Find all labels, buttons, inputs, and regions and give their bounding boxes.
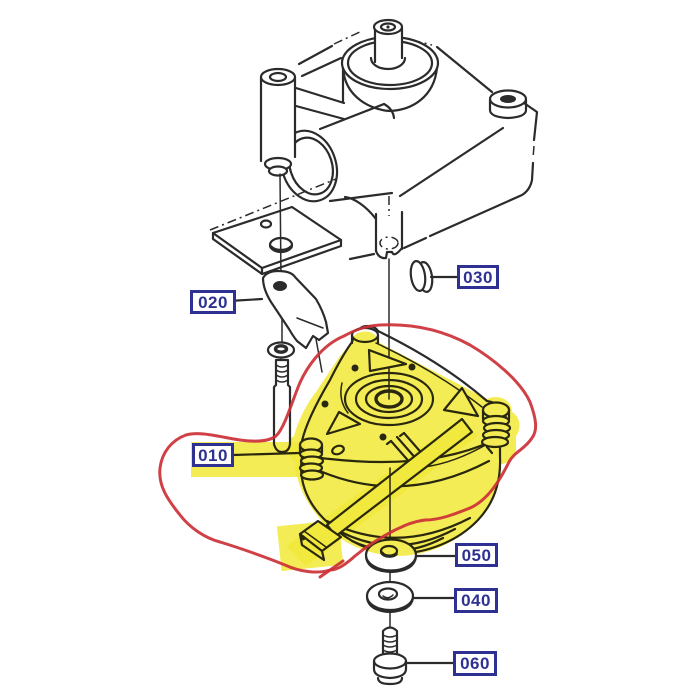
- key-pin-030: [409, 260, 434, 293]
- part-label-060[interactable]: 060: [453, 651, 497, 676]
- bracket-and-bolt: [261, 269, 330, 454]
- gearbox-housing: [209, 18, 539, 281]
- yellow-highlight: [191, 331, 520, 572]
- red-marker-outline: [158, 323, 538, 579]
- part-label-010[interactable]: 010: [192, 443, 234, 467]
- part-label-050[interactable]: 050: [455, 543, 498, 567]
- part-label-030[interactable]: 030: [457, 265, 499, 289]
- part-label-020[interactable]: 020: [190, 290, 236, 314]
- part-label-040[interactable]: 040: [454, 588, 498, 613]
